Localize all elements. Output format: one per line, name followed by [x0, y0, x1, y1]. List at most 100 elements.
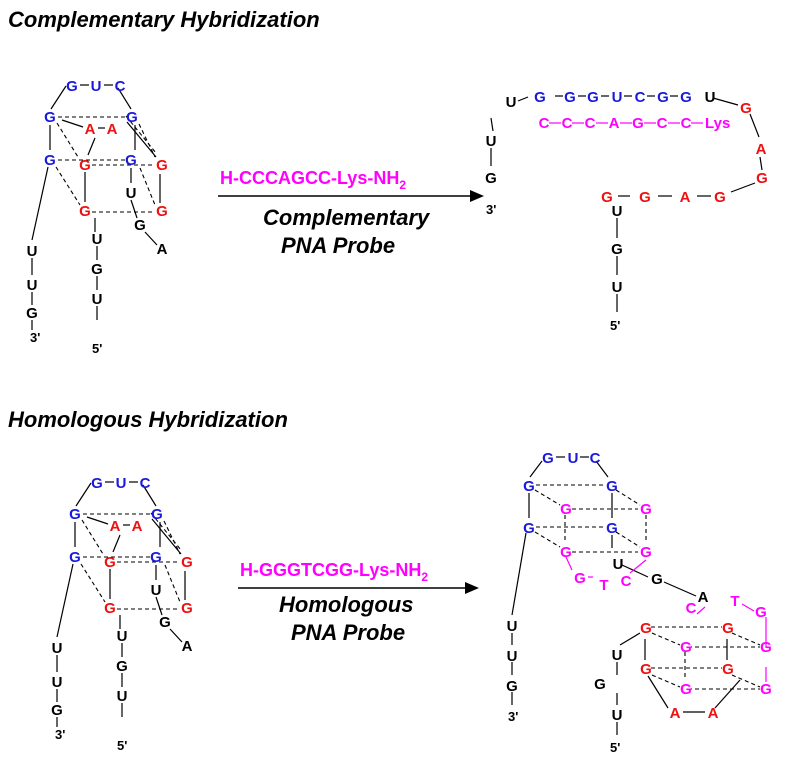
svg-text:U: U [52, 640, 63, 657]
svg-text:U: U [27, 243, 38, 260]
title-homologous: Homologous Hybridization [8, 407, 288, 432]
svg-text:G: G [51, 702, 63, 719]
svg-text:G: G [680, 89, 692, 106]
svg-text:G: G [606, 520, 618, 537]
svg-text:G: G [606, 478, 618, 495]
probe-sequence-homologous: H-GGGTCGG-Lys-NH2 [240, 560, 428, 584]
svg-text:G: G [26, 305, 38, 322]
svg-text:U: U [568, 450, 579, 467]
svg-text:G: G [640, 620, 652, 637]
svg-text:C: C [590, 450, 601, 467]
svg-text:G: G [564, 89, 576, 106]
arrow-label-pna-probe-top: PNA Probe [281, 233, 395, 258]
lys-label: Lys [705, 115, 730, 132]
title-complementary: Complementary Hybridization [8, 7, 320, 32]
svg-text:G: G [523, 478, 535, 495]
five-prime-label: 5' [92, 341, 102, 356]
svg-text:U: U [117, 628, 128, 645]
five-prime-label: 5' [610, 740, 620, 755]
svg-text:G: G [91, 475, 103, 492]
svg-text:G: G [542, 450, 554, 467]
svg-text:G: G [574, 570, 586, 587]
svg-text:T: T [730, 593, 739, 610]
svg-text:C: C [621, 573, 632, 590]
complementary-duplex: U G G G U C G G U G A G G A G G U G U U … [485, 89, 768, 333]
svg-text:G: G [640, 544, 652, 561]
svg-text:G: G [156, 203, 168, 220]
svg-text:G: G [657, 89, 669, 106]
svg-text:G: G [181, 600, 193, 617]
svg-text:G: G [651, 571, 663, 588]
svg-text:G: G [632, 115, 644, 132]
svg-text:C: C [115, 78, 126, 95]
reaction-arrow-bottom: H-GGGTCGG-Lys-NH2 Homologous PNA Probe [238, 560, 479, 645]
svg-text:A: A [157, 241, 168, 258]
svg-text:A: A [698, 589, 709, 606]
svg-text:G: G [181, 554, 193, 571]
five-prime-label: 5' [117, 738, 127, 753]
svg-text:A: A [132, 518, 143, 535]
three-prime-label: 3' [55, 727, 65, 742]
svg-text:G: G [740, 100, 752, 117]
svg-text:A: A [708, 705, 719, 722]
svg-text:U: U [27, 277, 38, 294]
svg-text:U: U [613, 556, 624, 573]
svg-text:A: A [609, 115, 620, 132]
svg-text:G: G [722, 661, 734, 678]
svg-text:U: U [612, 647, 623, 664]
svg-text:U: U [52, 674, 63, 691]
svg-text:U: U [612, 279, 623, 296]
svg-text:G: G [640, 661, 652, 678]
svg-text:G: G [44, 152, 56, 169]
svg-text:C: C [657, 115, 668, 132]
svg-text:G: G [594, 676, 606, 693]
three-prime-label: 3' [30, 330, 40, 345]
svg-text:A: A [182, 638, 193, 655]
three-prime-label: 3' [508, 709, 518, 724]
svg-text:A: A [670, 705, 681, 722]
svg-text:G: G [756, 170, 768, 187]
svg-text:G: G [66, 78, 78, 95]
five-prime-label: 5' [610, 318, 620, 333]
svg-text:G: G [560, 501, 572, 518]
svg-text:G: G [587, 89, 599, 106]
svg-text:U: U [117, 688, 128, 705]
svg-text:G: G [44, 109, 56, 126]
svg-text:G: G [680, 639, 692, 656]
svg-text:A: A [107, 121, 118, 138]
arrow-label-complementary: Complementary [263, 205, 431, 230]
homologous-hybrid-quadruplexes: G U C G G G G G G G G U G T C G A U U G … [506, 450, 772, 755]
svg-text:G: G [714, 189, 726, 206]
svg-text:G: G [506, 678, 518, 695]
svg-text:U: U [116, 475, 127, 492]
svg-text:G: G [91, 261, 103, 278]
svg-text:U: U [126, 185, 137, 202]
svg-text:G: G [755, 604, 767, 621]
svg-text:G: G [104, 600, 116, 617]
svg-text:U: U [612, 707, 623, 724]
svg-text:U: U [151, 582, 162, 599]
g-quadruplex-bottom: G U C G G A A G G G G U G G G A U G U U … [51, 475, 193, 753]
reaction-arrow-top: H-CCCAGCC-Lys-NH2 Complementary PNA Prob… [218, 168, 484, 258]
svg-text:U: U [507, 648, 518, 665]
svg-text:C: C [681, 115, 692, 132]
g-quadruplex-top: G U C G G A A G G G G U G G G A U G U U … [26, 78, 168, 356]
arrow-label-homologous: Homologous [279, 592, 413, 617]
svg-text:A: A [110, 518, 121, 535]
svg-text:G: G [69, 549, 81, 566]
svg-text:A: A [85, 121, 96, 138]
svg-text:G: G [680, 681, 692, 698]
svg-text:C: C [140, 475, 151, 492]
three-prime-label: 3' [486, 202, 496, 217]
svg-text:G: G [116, 658, 128, 675]
svg-text:U: U [705, 89, 716, 106]
svg-text:G: G [722, 620, 734, 637]
svg-text:G: G [151, 506, 163, 523]
svg-text:G: G [125, 152, 137, 169]
svg-text:C: C [635, 89, 646, 106]
svg-text:G: G [760, 681, 772, 698]
svg-text:C: C [562, 115, 573, 132]
svg-text:A: A [756, 141, 767, 158]
svg-text:G: G [79, 203, 91, 220]
